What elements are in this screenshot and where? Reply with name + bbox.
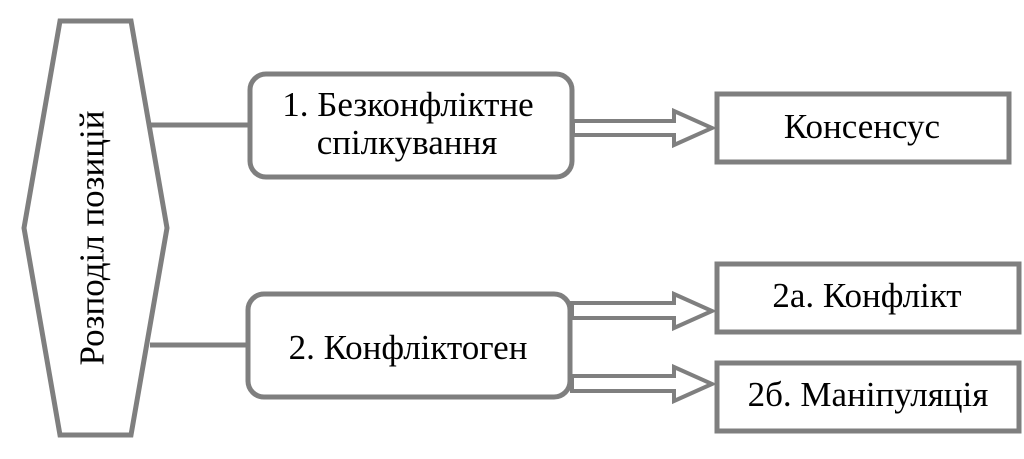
- outcome-box-consensus: [714, 91, 1012, 165]
- branch-1-label-line-2: спілкування: [317, 123, 498, 162]
- branch-2-label: 2. Конфліктоген: [289, 328, 528, 367]
- root-hexagon: [21, 18, 170, 438]
- outcome-manipulation-label: 2б. Маніпуляція: [748, 375, 989, 414]
- arrow-branch-2-to-conflict: [570, 290, 717, 332]
- root-label: Розподіл позицій: [73, 111, 112, 366]
- outcome-box-manipulation: [714, 360, 1022, 434]
- arrow-branch-1-to-consensus: [571, 107, 717, 149]
- outcome-conflict-label: 2а. Конфлікт: [772, 276, 961, 315]
- outcome-box-conflict: [714, 261, 1022, 335]
- branch-box-2: [245, 291, 573, 400]
- outcome-consensus-label: Консенсус: [784, 107, 940, 146]
- arrow-branch-2-to-manipulation: [570, 363, 717, 405]
- branch-1-label-line-1: 1. Безконфліктне: [282, 85, 533, 124]
